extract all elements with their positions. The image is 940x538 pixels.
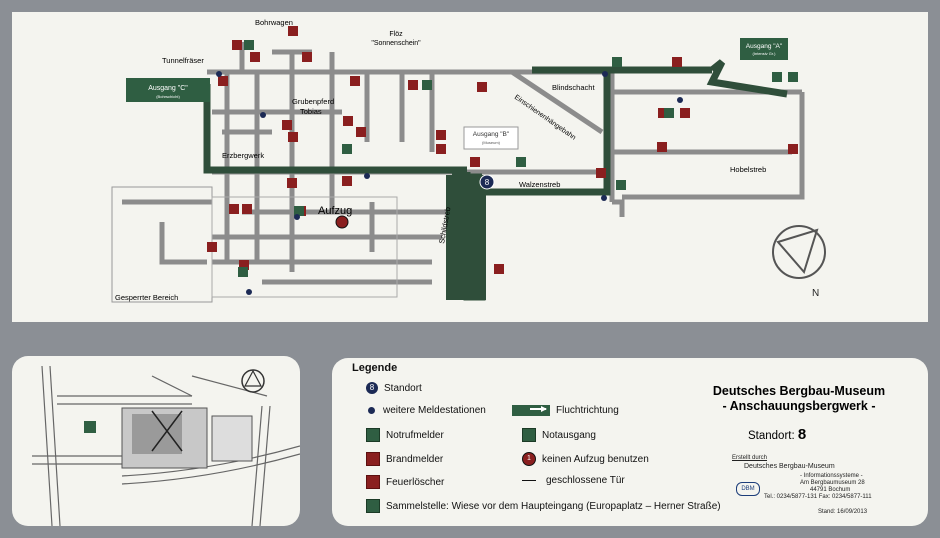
label-blindschacht: Blindschacht — [552, 83, 595, 92]
tunnel-network — [122, 42, 805, 285]
legend-label: Feuerlöscher — [386, 476, 445, 488]
legend-label: Notrufmelder — [386, 429, 444, 441]
kein-aufzug-icon: 1 — [522, 452, 536, 466]
label-hobelstreb: Hobelstreb — [730, 165, 766, 174]
legend-item-brandmelder: Brandmelder — [366, 452, 443, 466]
compass: N — [772, 225, 826, 299]
meldestation-dots — [216, 71, 683, 295]
label-gesperrter-bereich: Gesperrter Bereich — [115, 293, 178, 302]
fire-safety-icons — [207, 26, 798, 274]
legend-item-kein-aufzug: 1 keinen Aufzug benutzen — [522, 452, 649, 466]
emergency-call-icons — [238, 40, 798, 277]
legend-label: Notausgang — [542, 429, 596, 441]
legend-item-notausgang: Notausgang — [522, 428, 596, 442]
exit-c-sub: (Bohrschicht) — [156, 94, 180, 99]
notausgang-icon — [522, 428, 536, 442]
tuer-icon — [522, 480, 536, 481]
legend-item-tuer: geschlossene Tür — [518, 475, 625, 486]
museum-title-line1: Deutsches Bergbau-Museum — [712, 384, 886, 398]
exit-b[interactable]: Ausgang "B" (Museum) — [463, 126, 519, 150]
standort-value: 8 — [797, 426, 807, 443]
exit-a-label: Ausgang "A" — [746, 43, 783, 50]
creator-city: 44791 Bochum — [810, 487, 851, 493]
legend-item-notrufmelder: Notrufmelder — [366, 428, 444, 442]
legend-label: Sammelstelle: Wiese vor dem Haupteingang… — [386, 500, 721, 512]
exit-c[interactable]: Ausgang "C" (Bohrschicht) — [126, 78, 210, 102]
label-einschienenhaengebahn: Einschienenhängebahn — [513, 94, 577, 142]
exit-b-label: Ausgang "B" — [473, 131, 510, 138]
dbm-logo-text: DBM — [741, 486, 755, 492]
legend-item-fluchtrichtung: Fluchtrichtung — [512, 405, 619, 416]
label-walzenstreb: Walzenstreb — [519, 180, 560, 189]
legend-item-standort: 8 Standort — [366, 382, 422, 394]
mine-map-panel: Ausgang "C" (Bohrschicht) Ausgang "B" (M… — [12, 12, 928, 322]
creator-dept: - Informationssysteme - — [800, 473, 863, 479]
label-floez-2: "Sonnenschein" — [371, 40, 421, 47]
legend-label: Standort — [384, 382, 422, 394]
creator-address: Am Bergbaumuseum 28 — [800, 480, 865, 486]
sammelstelle-icon — [366, 499, 380, 513]
legend-label: weitere Meldestationen — [383, 405, 486, 416]
stand-date: Stand: 16/09/2013 — [818, 509, 868, 515]
legend-item-meldestation: weitere Meldestationen — [366, 405, 486, 416]
creator-name: Deutsches Bergbau-Museum — [744, 463, 835, 470]
dbm-logo: DBM — [736, 482, 760, 496]
aufzug-marker — [335, 215, 349, 229]
standort-icon: 8 — [366, 382, 378, 394]
standort-number: 8 — [485, 178, 490, 187]
meldestation-icon — [368, 407, 375, 414]
standort-label: Standort: 8 — [748, 426, 806, 443]
feuerloescher-icon — [366, 475, 380, 489]
label-bohrwagen: Bohrwagen — [255, 18, 293, 27]
exit-a-sub: (Intensiv Gr.) — [753, 51, 777, 56]
legend-label: geschlossene Tür — [546, 475, 625, 486]
legend-item-feuerloescher: Feuerlöscher — [366, 475, 444, 489]
legend-label: Brandmelder — [386, 453, 444, 465]
creator-tel: Tel.: 0234/5877-131 Fax: 0234/5877-111 — [764, 494, 872, 500]
label-floez-1: Flöz — [389, 31, 403, 38]
brandmelder-icon — [366, 452, 380, 466]
label-grubenpferd-1: Grubenpferd — [292, 97, 334, 106]
legend-title: Legende — [352, 362, 398, 374]
legend-label: keinen Aufzug benutzen — [542, 453, 649, 465]
mine-map-svg: Ausgang "C" (Bohrschicht) Ausgang "B" (M… — [111, 18, 826, 303]
label-aufzug: Aufzug — [318, 205, 352, 217]
museum-title: Deutsches Bergbau-Museum - Anschauungsbe… — [694, 384, 904, 414]
label-tunnelfraeser: Tunnelfräser — [162, 56, 204, 65]
exit-c-label: Ausgang "C" — [148, 85, 188, 92]
standort-marker[interactable]: 8 — [479, 174, 495, 190]
standort-label-text: Standort: — [748, 430, 795, 442]
fluchtrichtung-icon — [512, 405, 550, 416]
north-label: N — [812, 288, 819, 299]
schildstreb-route-block — [446, 175, 486, 300]
museum-title-line2: - Anschauungsbergwerk - — [722, 399, 876, 413]
label-grubenpferd-2: Tobias — [300, 107, 322, 116]
notrufmelder-icon — [366, 428, 380, 442]
erstellt-durch: Erstellt durch — [732, 455, 768, 461]
legend-panel: Legende 8 Standort weitere Meldestatione… — [332, 358, 928, 526]
location-map-panel — [12, 356, 301, 527]
legend-label: Fluchtrichtung — [556, 405, 619, 416]
legend-item-sammelstelle: Sammelstelle: Wiese vor dem Haupteingang… — [366, 499, 721, 513]
exit-a[interactable]: Ausgang "A" (Intensiv Gr.) — [740, 38, 788, 60]
label-erzbergwerk: Erzbergwerk — [222, 151, 264, 160]
exit-b-sub: (Museum) — [482, 140, 501, 145]
location-map-svg — [32, 365, 301, 527]
